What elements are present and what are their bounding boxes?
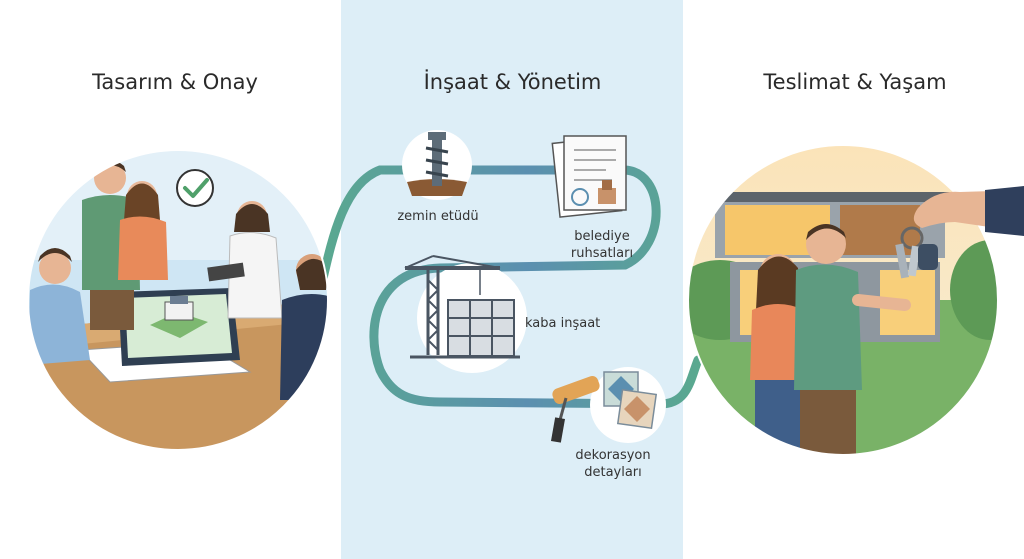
delivery-illustration bbox=[688, 145, 998, 455]
tablet-icon bbox=[118, 288, 240, 366]
step-label-permits-line2: ruhsatları bbox=[570, 246, 634, 261]
design-meeting-illustration bbox=[28, 150, 328, 450]
paint-roller-tiles-icon bbox=[550, 367, 666, 443]
step-label-permits: belediye ruhsatları bbox=[552, 228, 652, 262]
step-label-decoration-line1: dekorasyon bbox=[575, 448, 651, 463]
title-delivery-living: Teslimat & Yaşam bbox=[763, 70, 947, 94]
step-label-soil-survey: zemin etüdü bbox=[397, 209, 479, 224]
left-circle-border bbox=[27, 149, 329, 451]
step-label-rough-construction: kaba inşaat bbox=[525, 316, 601, 331]
step-label-decoration-line2: detayları bbox=[584, 465, 642, 480]
check-icon bbox=[176, 169, 214, 207]
step-label-permits-line1: belediye bbox=[574, 229, 630, 244]
soil-drill-icon bbox=[402, 130, 472, 200]
process-path bbox=[313, 165, 703, 409]
hand-with-keys-icon bbox=[895, 186, 1024, 279]
right-circle-border bbox=[687, 144, 999, 456]
crane-building-icon bbox=[404, 255, 527, 373]
person-sitting-left bbox=[28, 248, 90, 365]
person-standing-orange bbox=[118, 181, 168, 280]
person-standing-white bbox=[207, 201, 283, 319]
title-design-approval: Tasarım & Onay bbox=[92, 70, 258, 94]
step-label-decoration: dekorasyon detayları bbox=[558, 447, 668, 481]
title-construction-management: İnşaat & Yönetim bbox=[423, 70, 602, 94]
permit-documents-icon bbox=[551, 135, 627, 218]
